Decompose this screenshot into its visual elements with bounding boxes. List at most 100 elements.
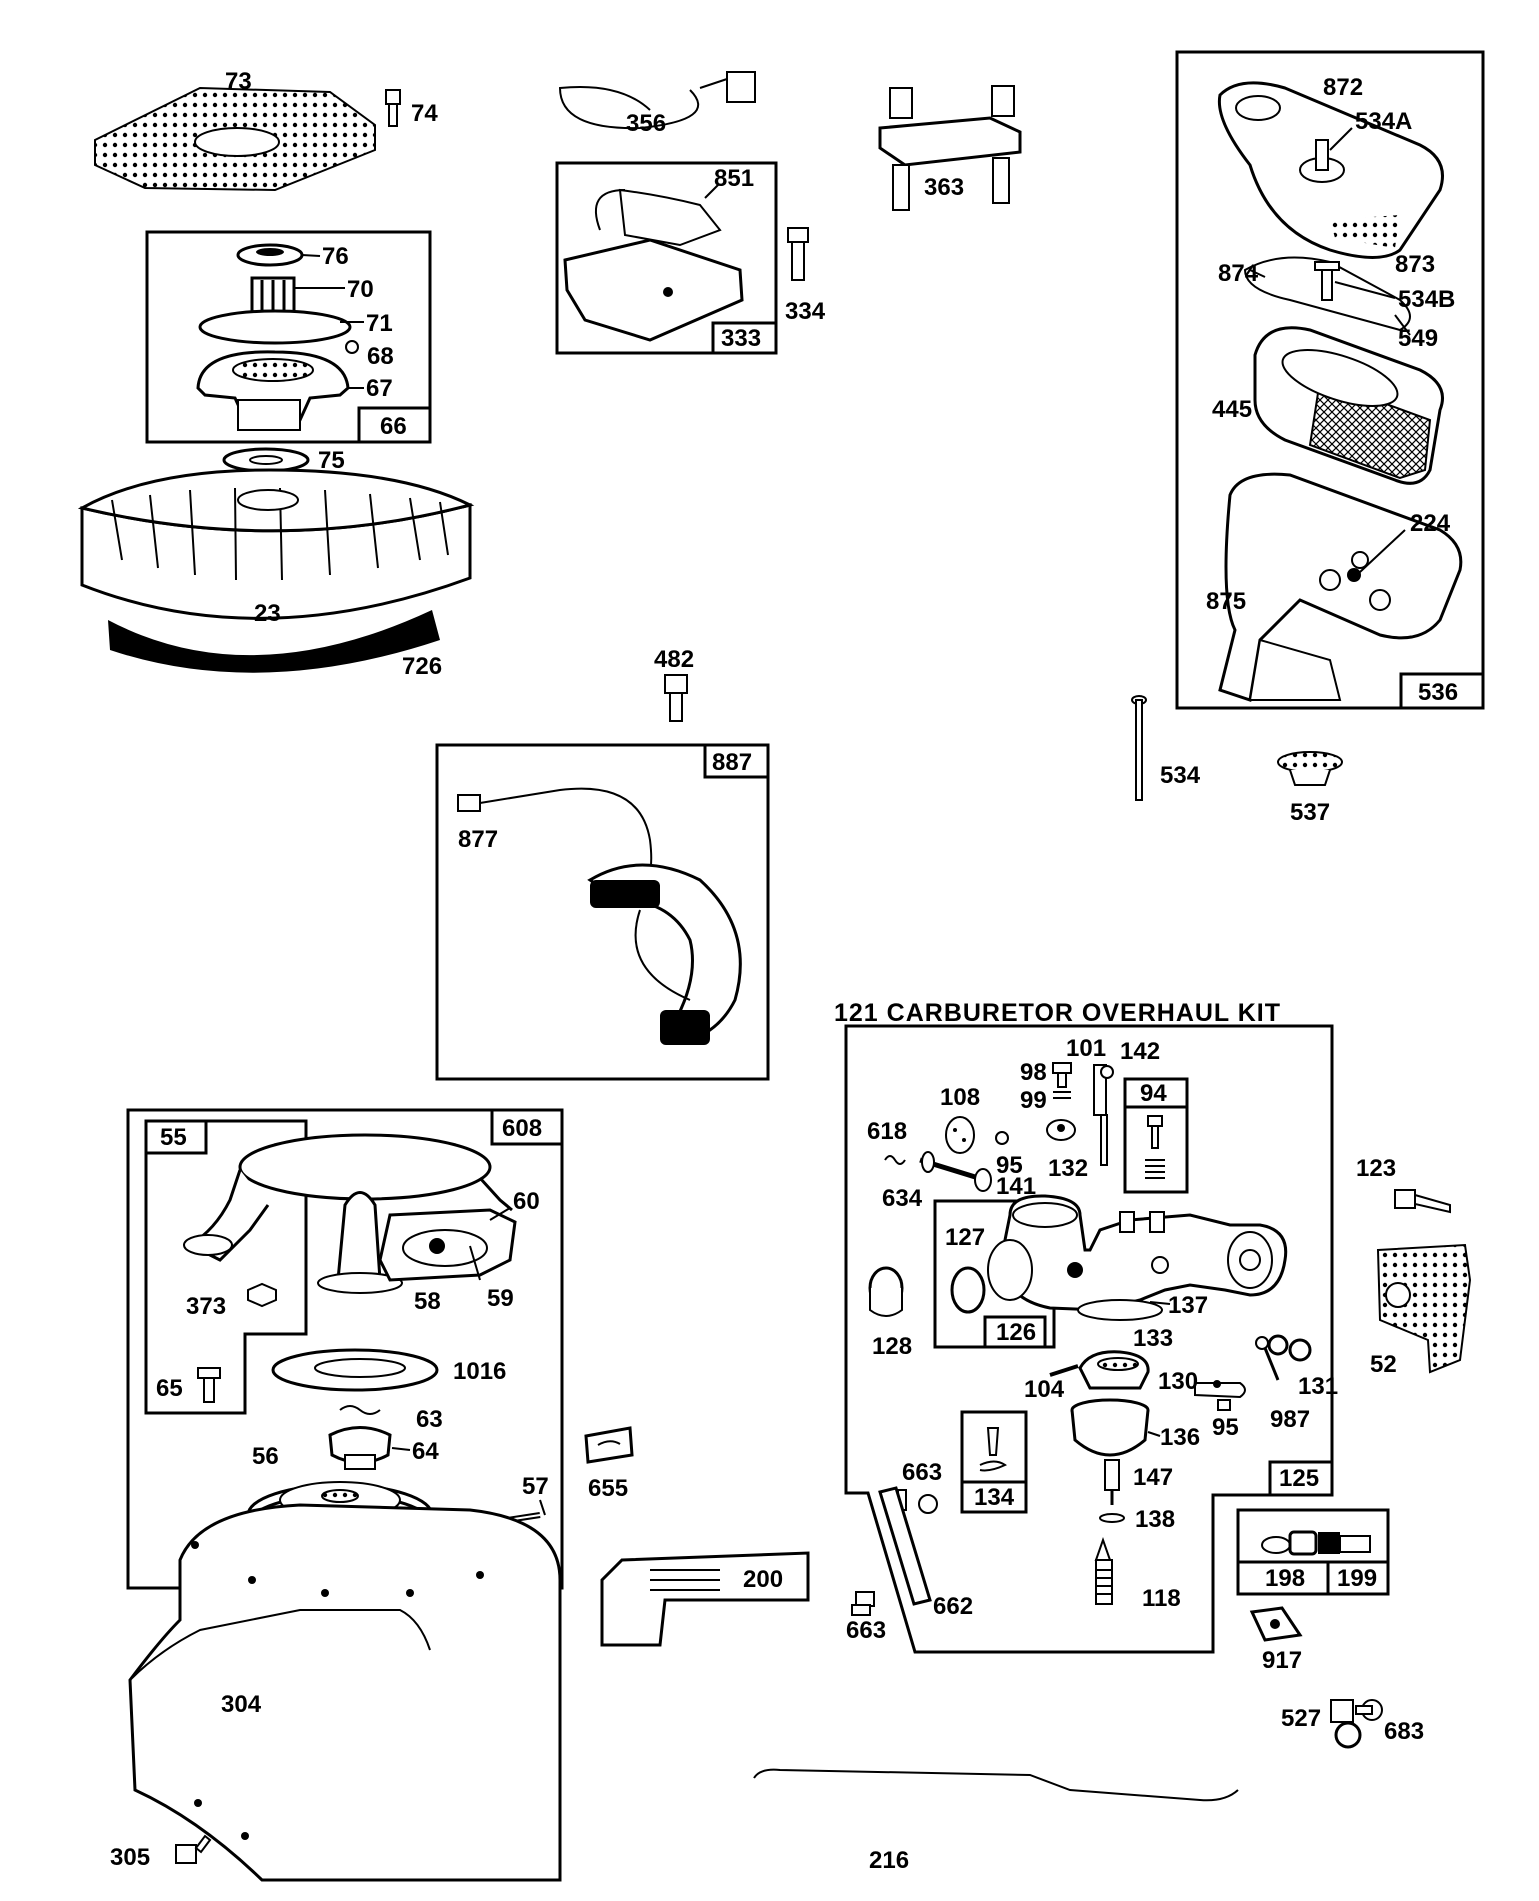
part-138-washer bbox=[1099, 1513, 1125, 1523]
part-305-bolt bbox=[175, 1834, 212, 1864]
label-216: 216 bbox=[869, 1847, 909, 1874]
kit-box-887 bbox=[435, 743, 770, 1081]
label-132: 132 bbox=[1048, 1155, 1088, 1182]
part-101-142-needle bbox=[1093, 1064, 1114, 1166]
kit-box-333-tag bbox=[711, 321, 778, 355]
label-71: 71 bbox=[366, 310, 393, 337]
part-527-683-clamp bbox=[1330, 1699, 1383, 1749]
part-200-baffle bbox=[600, 1551, 810, 1647]
label-147: 147 bbox=[1133, 1464, 1173, 1491]
label-55: 55 bbox=[160, 1124, 187, 1151]
label-98: 98 bbox=[1020, 1059, 1047, 1086]
label-137: 137 bbox=[1168, 1292, 1208, 1319]
part-877-stator bbox=[457, 787, 742, 1045]
label-482: 482 bbox=[654, 646, 694, 673]
label-108: 108 bbox=[940, 1084, 980, 1111]
part-356-wire bbox=[558, 71, 756, 130]
kit-box-333 bbox=[555, 161, 778, 355]
kit-box-55 bbox=[144, 1119, 308, 1415]
kit-box-125-tag bbox=[1268, 1460, 1334, 1497]
kit-box-121 bbox=[844, 1024, 1334, 1654]
label-76: 76 bbox=[322, 243, 349, 270]
part-76-washer bbox=[236, 243, 304, 267]
part-132-screw bbox=[1046, 1119, 1076, 1141]
label-198: 198 bbox=[1265, 1565, 1305, 1592]
label-95a: 95 bbox=[996, 1152, 1023, 1179]
part-95-screw-b bbox=[1217, 1399, 1231, 1411]
label-987: 987 bbox=[1270, 1406, 1310, 1433]
label-142: 142 bbox=[1120, 1038, 1160, 1065]
part-304-blower-housing bbox=[128, 1503, 562, 1882]
kit-box-55-tag bbox=[144, 1119, 208, 1155]
label-200: 200 bbox=[743, 1566, 783, 1593]
part-128-bushing bbox=[868, 1266, 904, 1317]
part-534B-screw bbox=[1314, 261, 1340, 301]
label-128: 128 bbox=[872, 1333, 912, 1360]
part-534-rod bbox=[1131, 695, 1147, 801]
label-333: 333 bbox=[721, 325, 761, 352]
label-549: 549 bbox=[1398, 325, 1438, 352]
label-334: 334 bbox=[785, 298, 826, 325]
label-125: 125 bbox=[1279, 1465, 1319, 1492]
kit-box-536 bbox=[1175, 50, 1485, 710]
part-95-screw-a bbox=[995, 1131, 1009, 1145]
label-104: 104 bbox=[1024, 1376, 1065, 1403]
label-67: 67 bbox=[366, 375, 393, 402]
label-123: 123 bbox=[1356, 1155, 1396, 1182]
label-445: 445 bbox=[1212, 396, 1252, 423]
label-872: 872 bbox=[1323, 74, 1363, 101]
label-726: 726 bbox=[402, 653, 442, 680]
label-534: 534 bbox=[1160, 762, 1201, 789]
part-373-nut bbox=[247, 1282, 277, 1308]
label-537: 537 bbox=[1290, 799, 1330, 826]
kit-box-126-tag bbox=[983, 1315, 1047, 1349]
part-75-washer bbox=[222, 447, 310, 473]
part-118-screw bbox=[1094, 1536, 1113, 1605]
kit-box-199-tag bbox=[1326, 1560, 1390, 1596]
label-655: 655 bbox=[588, 1475, 628, 1502]
label-101: 101 bbox=[1066, 1035, 1106, 1062]
label-851: 851 bbox=[714, 165, 754, 192]
label-134: 134 bbox=[974, 1484, 1015, 1511]
part-987-131-needle bbox=[1255, 1334, 1312, 1381]
kit-box-66-tag bbox=[357, 406, 432, 444]
label-95b: 95 bbox=[1212, 1414, 1239, 1441]
label-64: 64 bbox=[412, 1438, 439, 1465]
label-536: 536 bbox=[1418, 679, 1458, 706]
part-104-pin bbox=[1049, 1364, 1079, 1377]
part-108-valve bbox=[945, 1116, 975, 1154]
label-65: 65 bbox=[156, 1375, 183, 1402]
label-874: 874 bbox=[1218, 260, 1259, 287]
label-99: 99 bbox=[1020, 1087, 1047, 1114]
kit-box-94-tag bbox=[1123, 1077, 1189, 1109]
label-56: 56 bbox=[252, 1443, 279, 1470]
label-73: 73 bbox=[225, 68, 252, 95]
label-1016: 1016 bbox=[453, 1358, 506, 1385]
label-634: 634 bbox=[882, 1185, 923, 1212]
label-66: 66 bbox=[380, 413, 407, 440]
label-58: 58 bbox=[414, 1288, 441, 1315]
part-133-float bbox=[1078, 1350, 1150, 1390]
label-305: 305 bbox=[110, 1844, 150, 1871]
label-373: 373 bbox=[186, 1293, 226, 1320]
kit-box-608-tag bbox=[490, 1108, 564, 1146]
part-851-armature bbox=[563, 188, 744, 342]
part-94-springs bbox=[1145, 1115, 1165, 1179]
label-60: 60 bbox=[513, 1188, 540, 1215]
label-70: 70 bbox=[347, 276, 374, 303]
label-663b: 663 bbox=[846, 1617, 886, 1644]
part-1016-washer bbox=[271, 1348, 439, 1392]
label-663a: 663 bbox=[902, 1459, 942, 1486]
part-64-retainer bbox=[328, 1426, 392, 1470]
part-537-seal bbox=[1277, 751, 1343, 786]
label-127: 127 bbox=[945, 1224, 985, 1251]
part-58-59-eyelet bbox=[429, 1238, 481, 1281]
label-877: 877 bbox=[458, 826, 498, 853]
label-136: 136 bbox=[1160, 1424, 1200, 1451]
part-216-link-rod bbox=[753, 1768, 1239, 1802]
part-147-screw bbox=[1104, 1459, 1120, 1505]
part-655-clip bbox=[584, 1426, 634, 1464]
part-71-plate bbox=[198, 309, 352, 345]
part-134-needle bbox=[979, 1427, 1007, 1472]
